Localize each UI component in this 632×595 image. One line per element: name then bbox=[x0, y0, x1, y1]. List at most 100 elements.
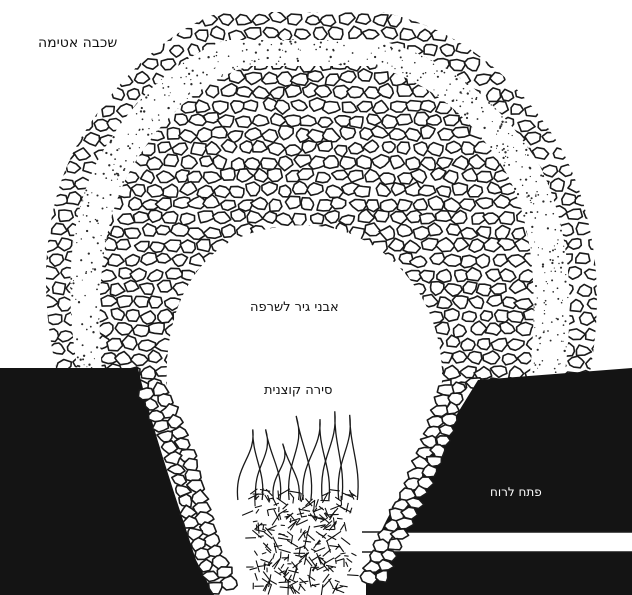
stipple-dot bbox=[507, 56, 508, 57]
stipple-dot bbox=[517, 193, 519, 195]
outer-stone bbox=[211, 26, 225, 39]
stipple-dot bbox=[437, 94, 439, 96]
stipple-dot bbox=[71, 295, 73, 297]
stipple-dot bbox=[74, 146, 76, 148]
cobble-stone bbox=[253, 115, 269, 126]
stipple-dot bbox=[228, 55, 230, 57]
outer-stone bbox=[146, 31, 159, 42]
outer-stone bbox=[553, 148, 568, 159]
stipple-dot bbox=[537, 194, 539, 196]
thorn-twig bbox=[250, 568, 257, 570]
stipple-dot bbox=[136, 83, 137, 84]
stipple-dot bbox=[556, 121, 558, 123]
outer-stone bbox=[33, 192, 48, 206]
stipple-dot bbox=[584, 169, 586, 171]
outer-stone bbox=[525, 106, 541, 117]
stipple-dot bbox=[505, 122, 506, 123]
stipple-dot bbox=[73, 81, 75, 83]
stipple-dot bbox=[216, 51, 218, 53]
outer-stone bbox=[144, 0, 162, 9]
outer-stone bbox=[187, 13, 203, 24]
stipple-dot bbox=[551, 103, 553, 105]
stipple-dot bbox=[459, 91, 461, 93]
stipple-dot bbox=[90, 57, 92, 59]
cobble-stone bbox=[285, 196, 300, 209]
stipple-dot bbox=[109, 141, 111, 143]
stipple-dot bbox=[56, 111, 58, 113]
stipple-dot bbox=[171, 77, 172, 78]
outer-stone bbox=[559, 46, 576, 57]
outer-stone bbox=[35, 313, 47, 323]
stipple-dot bbox=[540, 337, 542, 339]
stipple-dot bbox=[593, 314, 595, 316]
stipple-dot bbox=[167, 86, 169, 88]
outer-stone bbox=[48, 105, 64, 116]
stipple-dot bbox=[71, 176, 73, 178]
stipple-dot bbox=[585, 101, 586, 102]
outer-stone bbox=[102, 73, 117, 84]
stipple-dot bbox=[390, 47, 392, 49]
stipple-dot bbox=[531, 36, 532, 37]
stipple-dot bbox=[187, 98, 188, 99]
stipple-dot bbox=[547, 143, 548, 144]
stipple-dot bbox=[128, 72, 130, 74]
outer-stone bbox=[31, 76, 47, 86]
stipple-dot bbox=[77, 356, 79, 358]
stipple-dot bbox=[186, 54, 188, 56]
stipple-dot bbox=[572, 33, 573, 34]
stipple-dot bbox=[409, 73, 411, 75]
stipple-dot bbox=[453, 100, 454, 101]
stipple-dot bbox=[141, 95, 143, 97]
thorn-twig bbox=[281, 564, 284, 568]
stipple-dot bbox=[577, 45, 578, 46]
stipple-dot bbox=[525, 149, 527, 151]
stipple-dot bbox=[284, 63, 286, 65]
stipple-dot bbox=[147, 134, 149, 136]
stipple-dot bbox=[52, 355, 53, 356]
outer-stone bbox=[434, 0, 446, 8]
stipple-dot bbox=[147, 94, 149, 96]
thorn-twig bbox=[305, 558, 312, 566]
stipple-dot bbox=[597, 78, 599, 80]
outer-stone bbox=[41, 146, 56, 158]
stipple-dot bbox=[60, 129, 62, 131]
stipple-dot bbox=[560, 230, 562, 232]
stipple-dot bbox=[539, 343, 540, 344]
stipple-dot bbox=[525, 178, 527, 180]
stipple-dot bbox=[577, 113, 578, 114]
outer-stone bbox=[576, 253, 590, 264]
stipple-dot bbox=[81, 66, 83, 68]
stipple-dot bbox=[47, 137, 49, 139]
stipple-dot bbox=[55, 105, 56, 106]
stipple-dot bbox=[44, 190, 46, 192]
outer-stone bbox=[74, 148, 90, 160]
stipple-dot bbox=[132, 60, 133, 61]
stipple-dot bbox=[597, 333, 599, 335]
stipple-dot bbox=[347, 30, 348, 31]
stipple-dot bbox=[119, 186, 120, 187]
outer-stone bbox=[57, 86, 73, 99]
stipple-dot bbox=[93, 237, 95, 239]
outer-stone bbox=[559, 74, 576, 85]
outer-stone bbox=[535, 59, 549, 70]
stipple-dot bbox=[545, 304, 546, 305]
outer-stone bbox=[583, 90, 599, 101]
stipple-dot bbox=[509, 42, 511, 44]
stipple-dot bbox=[521, 44, 523, 46]
cobble-stone bbox=[357, 155, 372, 168]
stipple-dot bbox=[276, 63, 278, 65]
stipple-dot bbox=[598, 269, 600, 271]
stipple-dot bbox=[469, 90, 470, 91]
stipple-dot bbox=[78, 301, 80, 303]
stipple-dot bbox=[54, 144, 56, 146]
stipple-dot bbox=[593, 237, 595, 239]
outer-stone bbox=[77, 118, 93, 131]
stipple-dot bbox=[543, 53, 545, 55]
stipple-dot bbox=[328, 61, 329, 62]
stipple-dot bbox=[502, 143, 504, 145]
stipple-dot bbox=[398, 49, 400, 51]
stipple-dot bbox=[469, 76, 470, 77]
stipple-dot bbox=[537, 297, 538, 298]
thorn-twig bbox=[347, 575, 359, 576]
stipple-dot bbox=[118, 36, 120, 38]
